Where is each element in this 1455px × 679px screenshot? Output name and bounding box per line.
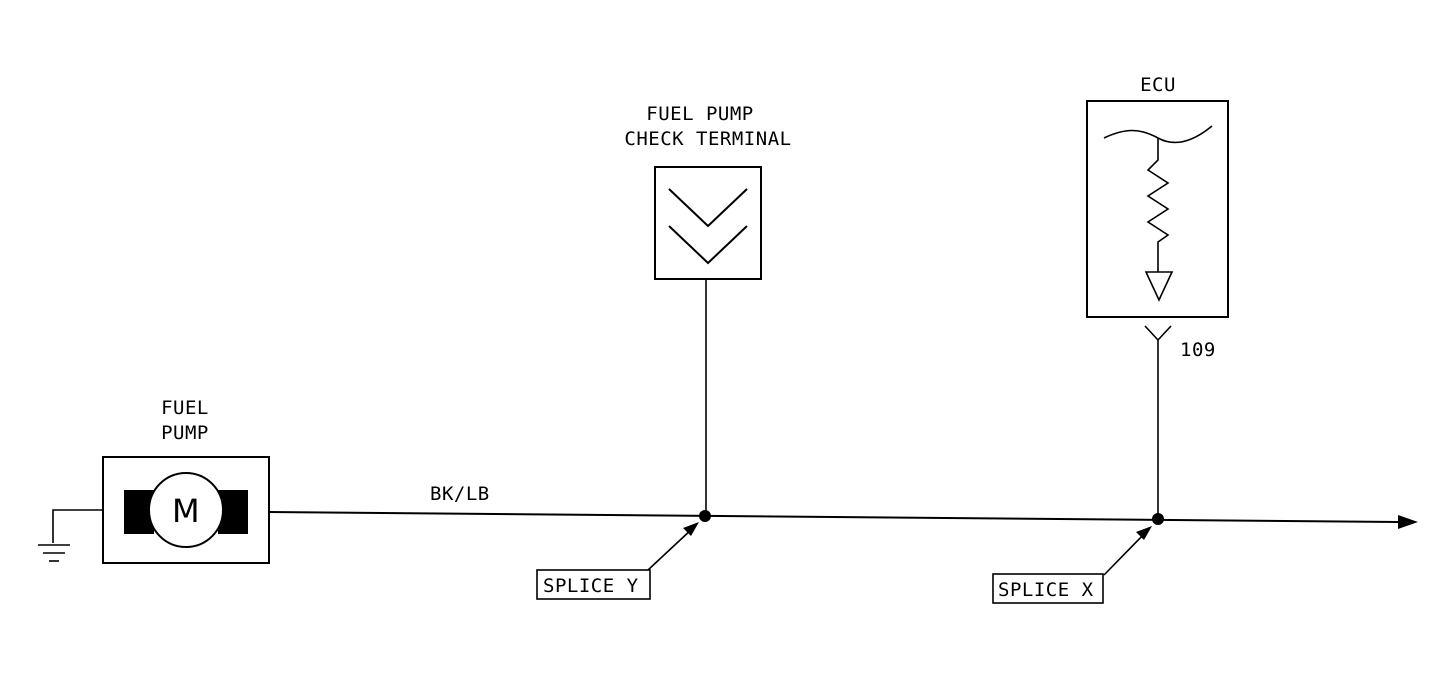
fuel-pump-label-line2: PUMP (161, 422, 209, 444)
fuel-pump: FUEL PUMP M (102, 397, 270, 564)
ecu-pin-label: 109 (1180, 339, 1216, 361)
ecu: ECU 109 (1086, 74, 1229, 518)
splice-y-label: SPLICE Y (543, 575, 639, 597)
resistor-icon (1146, 138, 1170, 272)
fuel-pump-box (102, 456, 270, 564)
splice-y: SPLICE Y (536, 510, 711, 600)
splice-x-arrowhead (1136, 526, 1152, 540)
check-terminal-box (654, 166, 762, 280)
splice-x-pointer (1103, 531, 1147, 576)
motor-icon: M (124, 472, 248, 548)
connector-icon (1144, 325, 1172, 342)
splice-y-dot (699, 510, 711, 522)
main-wire (268, 511, 1401, 523)
arrow-icon (1398, 515, 1418, 529)
ecu-label: ECU (1140, 74, 1176, 96)
terminal-chevron-icon (668, 188, 748, 265)
ground-icon (38, 509, 103, 562)
splice-y-pointer (647, 527, 694, 571)
splice-y-arrowhead (683, 522, 699, 536)
splice-x: SPLICE X (992, 513, 1164, 604)
ecu-box (1086, 100, 1229, 318)
fuel-pump-label-line1: FUEL (161, 397, 209, 419)
splice-x-dot (1152, 513, 1164, 525)
motor-symbol: M (172, 492, 200, 530)
wire-color-label: BK/LB (430, 483, 490, 505)
check-terminal: FUEL PUMP CHECK TERMINAL (624, 103, 791, 515)
splice-x-label: SPLICE X (998, 579, 1094, 601)
check-terminal-label-line1: FUEL PUMP (646, 103, 753, 125)
splice-x-box (992, 573, 1104, 604)
check-terminal-label-line2: CHECK TERMINAL (624, 128, 791, 150)
ecu-ground-icon (1144, 271, 1174, 302)
splice-y-box (536, 569, 651, 600)
